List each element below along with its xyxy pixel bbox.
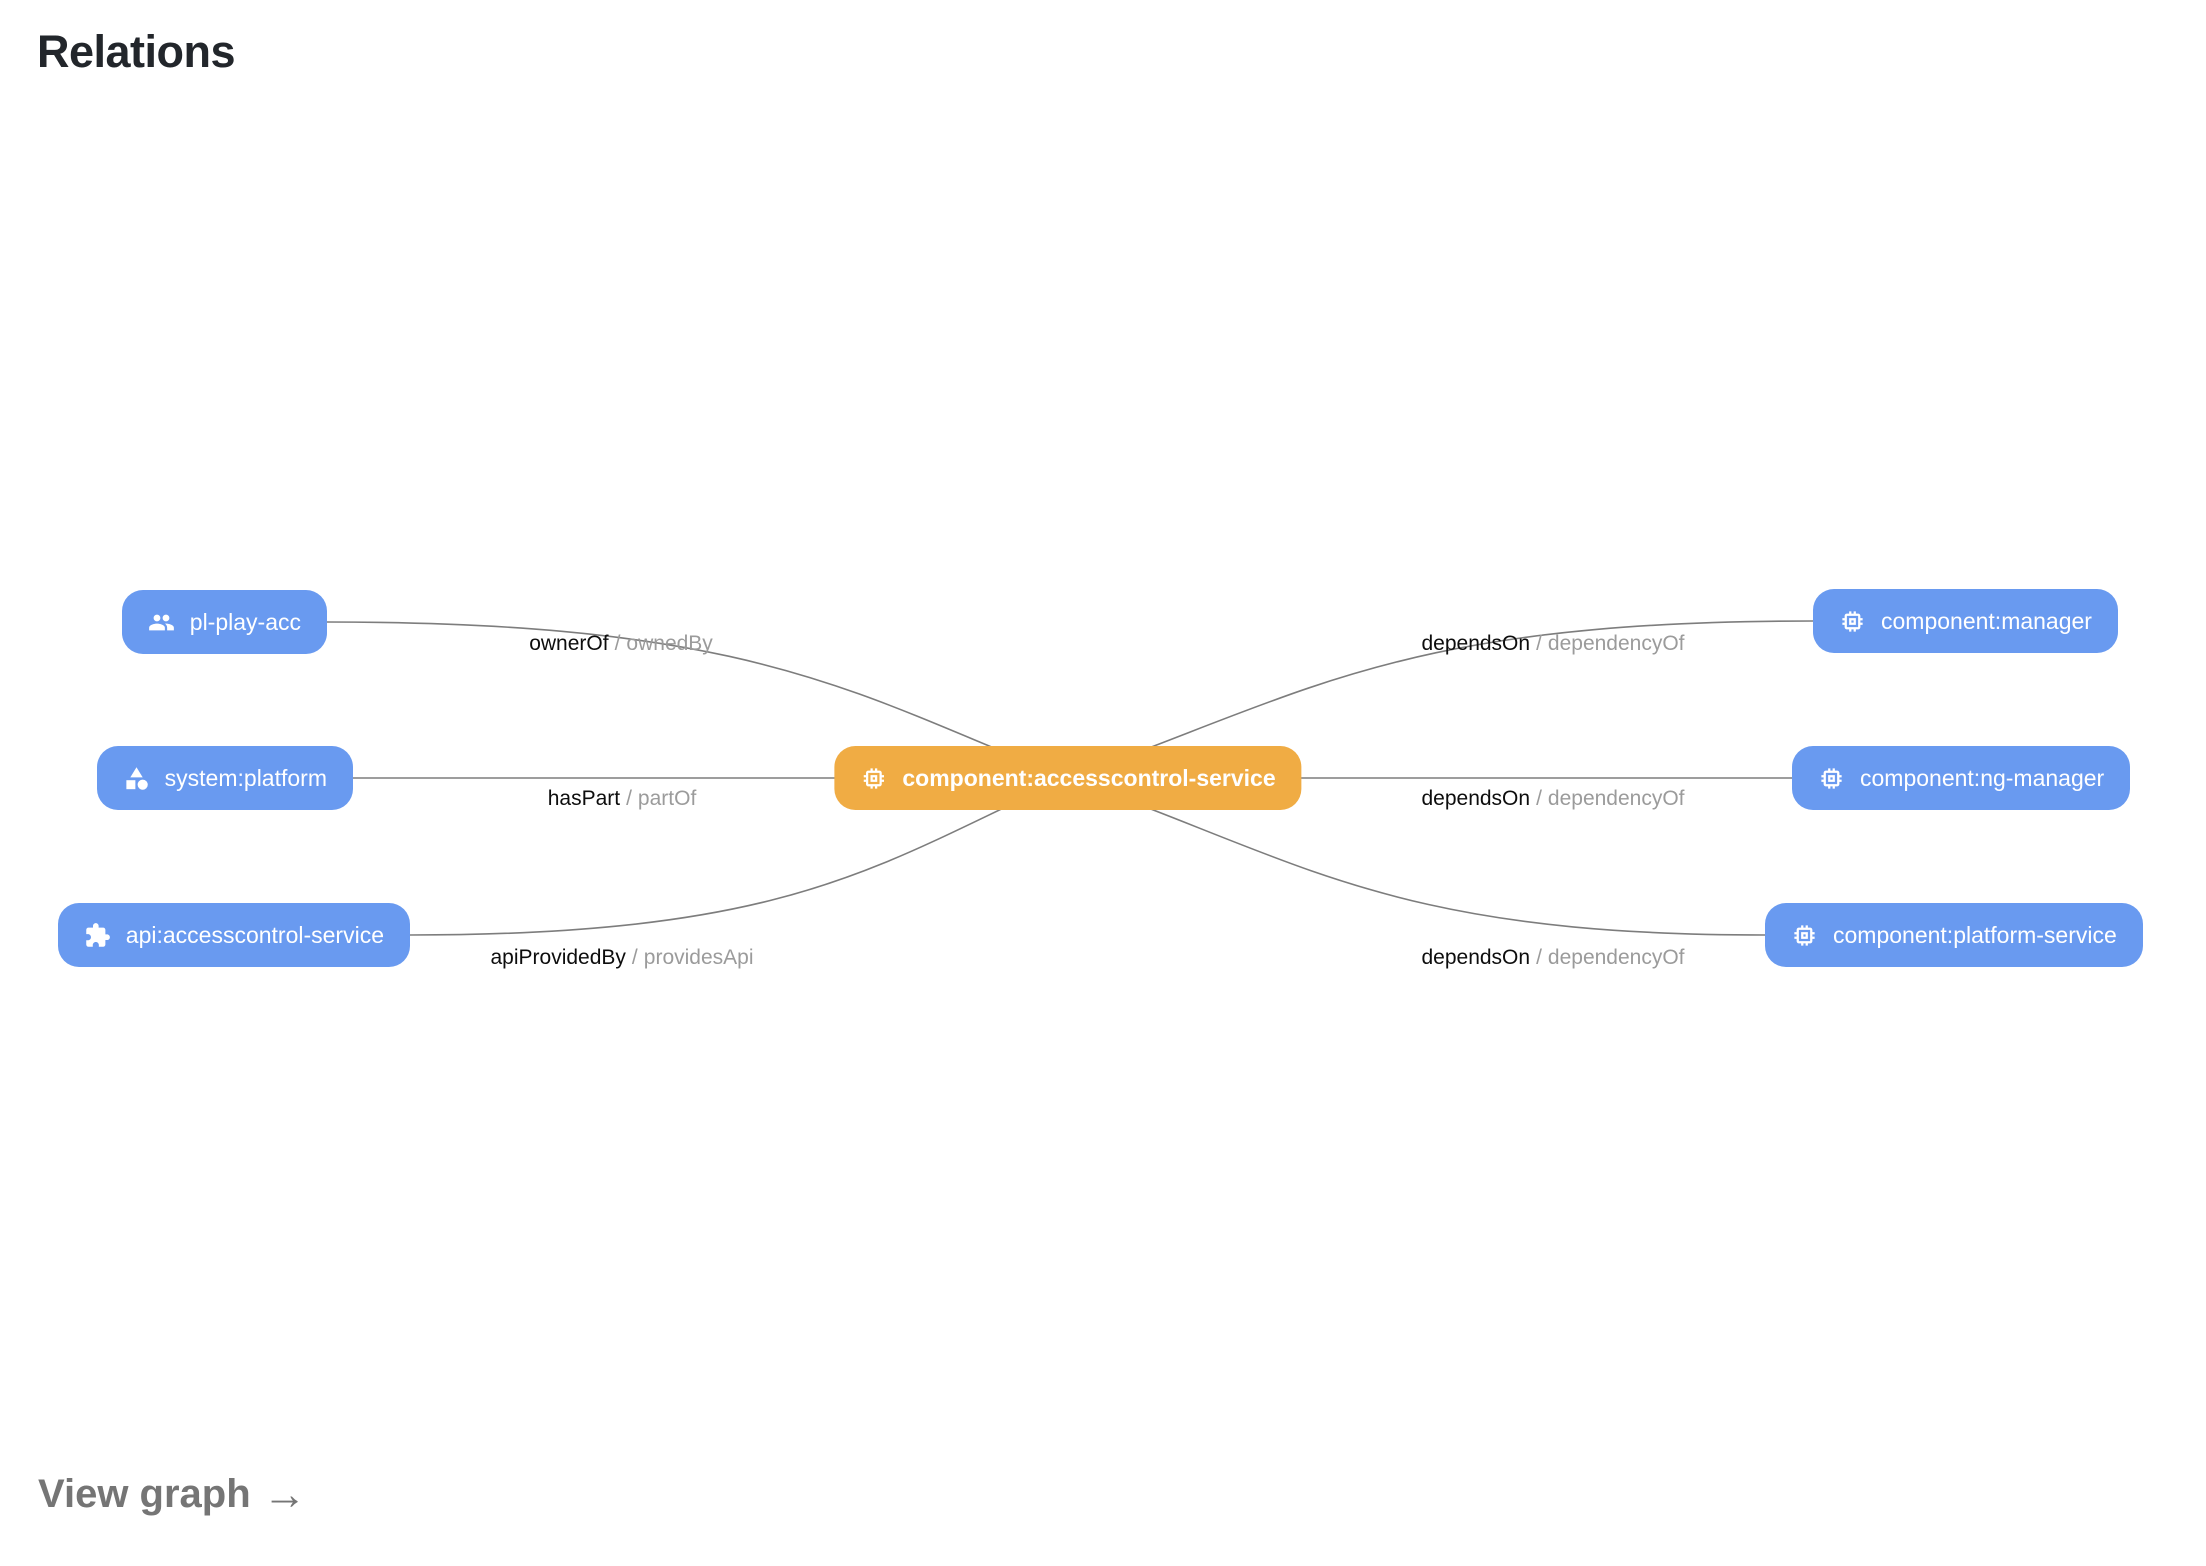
relation-forward: ownerOf — [529, 632, 609, 655]
edge-label-ownerOf: ownerOf/ownedBy — [529, 632, 713, 656]
relation-separator: / — [631, 946, 638, 969]
node-label: component:platform-service — [1833, 921, 2117, 948]
view-graph-label: View graph — [38, 1472, 251, 1516]
relation-reverse: dependencyOf — [1547, 787, 1685, 810]
node-label: component:manager — [1881, 607, 2092, 634]
group-icon — [148, 609, 175, 636]
arrow-right-icon: → — [262, 1469, 307, 1519]
relation-separator: / — [1536, 632, 1542, 655]
memory-chip-icon — [860, 765, 887, 792]
memory-chip-icon — [1791, 922, 1818, 949]
relation-forward: dependsOn — [1421, 787, 1531, 810]
relation-separator: / — [1536, 787, 1542, 810]
node-component-accesscontrol-service[interactable]: component:accesscontrol-service — [834, 746, 1302, 810]
node-system-platform[interactable]: system:platform — [96, 746, 353, 810]
relation-forward: hasPart — [547, 787, 621, 810]
node-component-platform-service[interactable]: component:platform-service — [1765, 903, 2143, 967]
edge-label-hasPart: hasPart/partOf — [548, 787, 697, 811]
memory-chip-icon — [1818, 765, 1845, 792]
relation-reverse: dependencyOf — [1547, 632, 1685, 655]
node-label: component:ng-manager — [1860, 764, 2105, 791]
edge-label-dependsOn-platform-service: dependsOn/dependencyOf — [1421, 946, 1684, 970]
relation-reverse: providesApi — [643, 946, 754, 969]
node-label: component:accesscontrol-service — [902, 764, 1276, 791]
relation-reverse: ownedBy — [626, 632, 713, 655]
view-graph-link[interactable]: View graph → — [38, 1472, 307, 1517]
node-component-manager[interactable]: component:manager — [1813, 589, 2118, 653]
puzzle-piece-icon — [84, 922, 111, 949]
node-label: system:platform — [164, 764, 327, 791]
node-api-accesscontrol-service[interactable]: api:accesscontrol-service — [57, 903, 410, 967]
relation-reverse: partOf — [637, 787, 697, 810]
node-label: api:accesscontrol-service — [125, 921, 384, 948]
category-icon — [123, 765, 150, 792]
relation-forward: dependsOn — [1421, 946, 1531, 969]
page-title: Relations — [37, 26, 236, 77]
node-pl-play-acc[interactable]: pl-play-acc — [121, 590, 327, 654]
relation-separator: / — [1536, 946, 1542, 969]
memory-chip-icon — [1839, 608, 1866, 635]
relation-reverse: dependencyOf — [1547, 946, 1685, 969]
edge-label-dependsOn-manager: dependsOn/dependencyOf — [1421, 632, 1684, 656]
node-label: pl-play-acc — [189, 608, 301, 635]
relation-separator: / — [614, 632, 621, 655]
edge-label-dependsOn-ng-manager: dependsOn/dependencyOf — [1421, 787, 1684, 811]
edge-label-apiProvidedBy: apiProvidedBy/providesApi — [491, 946, 754, 970]
node-component-ng-manager[interactable]: component:ng-manager — [1792, 746, 2131, 810]
relation-forward: apiProvidedBy — [490, 946, 626, 969]
relation-forward: dependsOn — [1421, 632, 1531, 655]
relation-separator: / — [626, 787, 632, 810]
